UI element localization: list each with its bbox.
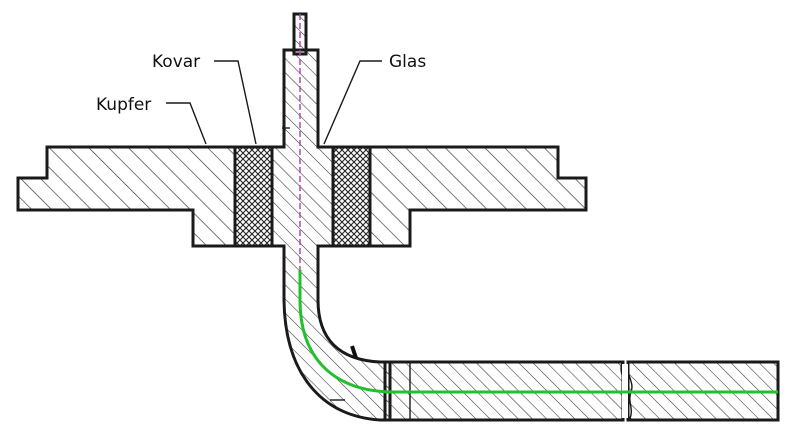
kovar-ring-left: [233, 145, 274, 248]
label-kovar: Kovar: [152, 52, 200, 72]
optical-fiber-line: [298, 270, 778, 394]
copper-flange-left: [16, 145, 237, 248]
kovar-ring-right: [331, 145, 372, 248]
tick-marks: [282, 127, 358, 401]
copper-flange-right: [368, 145, 588, 248]
label-kupfer: Kupfer: [96, 95, 151, 115]
label-kovar-group: Kovar: [152, 52, 257, 145]
label-glas-group: Glas: [323, 52, 426, 145]
fiber-entry-tube: [292, 12, 308, 300]
label-glas: Glas: [389, 52, 426, 72]
label-kupfer-group: Kupfer: [96, 95, 207, 145]
